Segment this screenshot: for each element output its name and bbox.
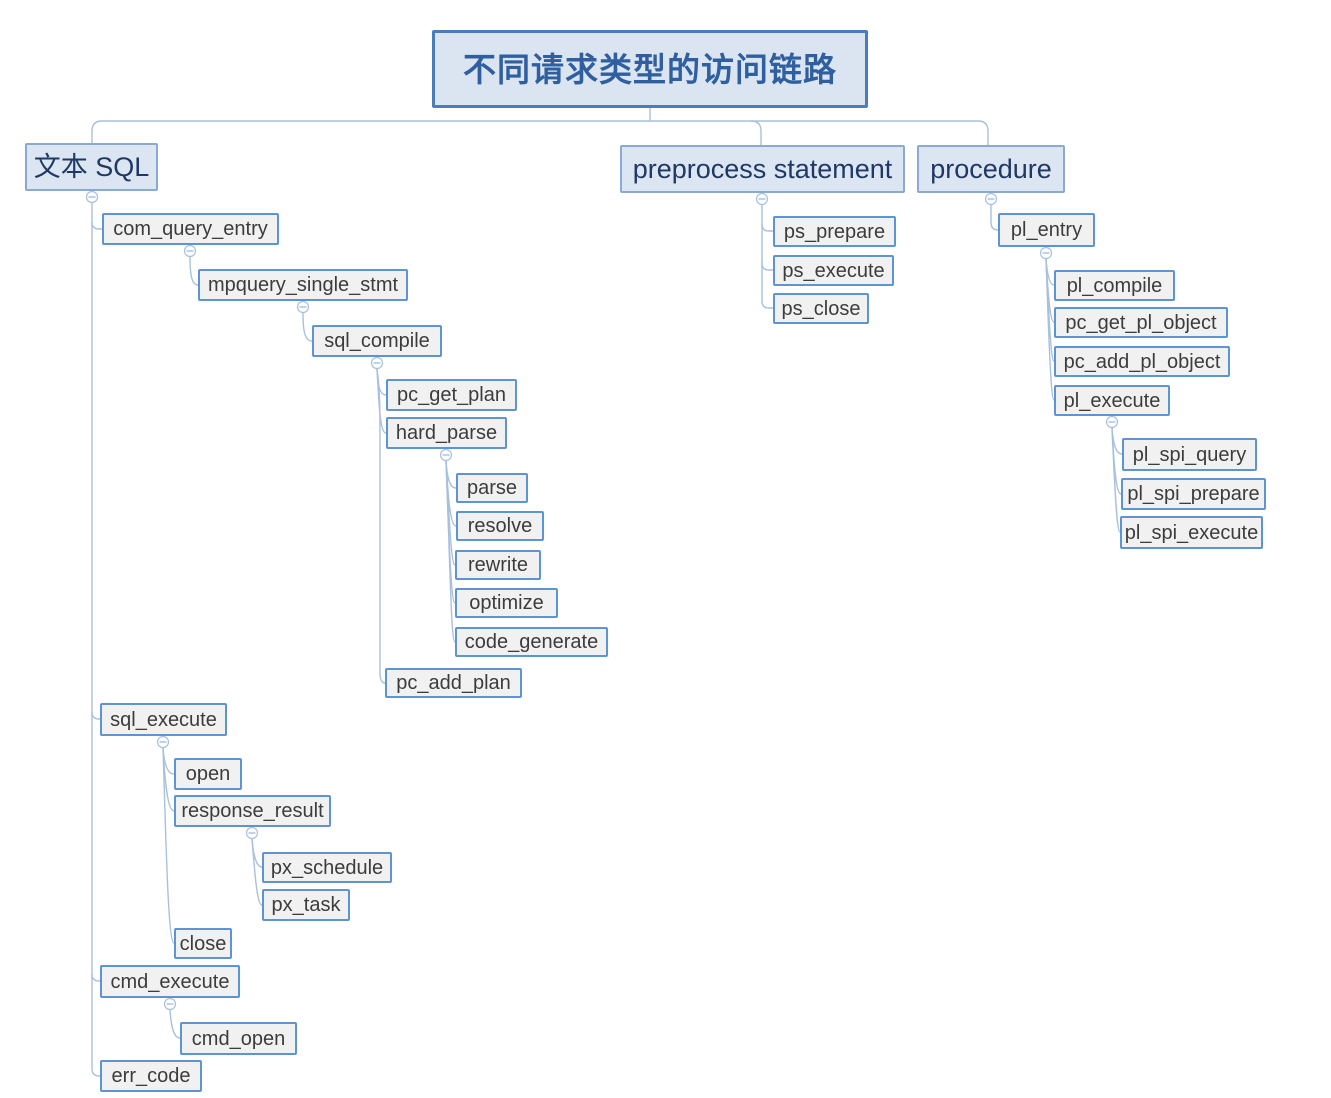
node-pl-spi-execute[interactable]: pl_spi_execute — [1120, 516, 1263, 549]
collapse-toggle-response-result[interactable] — [245, 826, 259, 840]
edge-to-sql-execute — [91, 711, 100, 720]
edge-to-pc-add-plan — [376, 368, 386, 684]
node-parse[interactable]: parse — [456, 473, 528, 503]
central-topic[interactable]: 不同请求类型的访问链路 — [432, 30, 868, 108]
collapse-toggle-mpquery-single-stmt[interactable] — [296, 300, 310, 314]
edge-to-px-task — [251, 838, 263, 906]
node-pc-add-pl-object[interactable]: pc_add_pl_object — [1054, 346, 1230, 377]
edge-to-close — [162, 747, 175, 944]
node-err-code[interactable]: err_code — [100, 1060, 202, 1092]
edge-title-to-preprocess — [750, 120, 762, 145]
node-px-task[interactable]: px_task — [262, 889, 350, 921]
node-pl-execute[interactable]: pl_execute — [1054, 385, 1170, 416]
node-cmd-open[interactable]: cmd_open — [180, 1022, 297, 1055]
edge-to-cmd-open — [169, 1009, 181, 1039]
node-pl-compile[interactable]: pl_compile — [1054, 270, 1175, 301]
collapse-toggle-sql-compile[interactable] — [370, 356, 384, 370]
edge-to-ps-execute — [761, 262, 773, 271]
node-response-result[interactable]: response_result — [174, 795, 331, 827]
edge-to-code-generate — [445, 460, 456, 643]
node-resolve[interactable]: resolve — [456, 511, 544, 541]
node-com-query-entry[interactable]: com_query_entry — [102, 213, 279, 245]
node-open[interactable]: open — [174, 758, 242, 790]
node-ps-prepare[interactable]: ps_prepare — [773, 216, 896, 247]
node-procedure[interactable]: procedure — [917, 145, 1065, 193]
node-pl-spi-prepare[interactable]: pl_spi_prepare — [1121, 478, 1266, 510]
edge-to-sql-compile — [302, 312, 313, 342]
node-pc-get-plan[interactable]: pc_get_plan — [386, 379, 517, 411]
collapse-toggle-pl-entry[interactable] — [1039, 246, 1053, 260]
collapse-toggle-hard-parse[interactable] — [439, 448, 453, 462]
node-close[interactable]: close — [174, 928, 232, 959]
collapse-toggle-cmd-execute[interactable] — [163, 997, 177, 1011]
edge-to-ps-prepare — [761, 223, 773, 232]
edge-to-com-query-entry — [91, 221, 102, 230]
collapse-toggle-preprocess-statement[interactable] — [755, 192, 769, 206]
edge-to-cmd-execute — [91, 973, 100, 982]
node-wenben-sql[interactable]: 文本 SQL — [25, 143, 158, 191]
edge-preprocess-trunk — [761, 205, 773, 309]
edge-sql-trunk — [91, 203, 101, 1077]
node-ps-execute[interactable]: ps_execute — [773, 255, 894, 286]
node-cmd-execute[interactable]: cmd_execute — [100, 965, 240, 998]
node-mpquery-single-stmt[interactable]: mpquery_single_stmt — [198, 269, 408, 301]
edge-to-mpquery-single-stmt — [189, 256, 199, 286]
collapse-toggle-wenben-sql[interactable] — [85, 190, 99, 204]
node-pc-add-plan[interactable]: pc_add_plan — [385, 668, 522, 698]
node-sql-execute[interactable]: sql_execute — [100, 703, 227, 736]
edge-to-pl-entry — [990, 205, 999, 231]
collapse-toggle-procedure[interactable] — [984, 192, 998, 206]
node-sql-compile[interactable]: sql_compile — [312, 325, 442, 357]
collapse-toggle-com-query-entry[interactable] — [183, 244, 197, 258]
node-pl-spi-query[interactable]: pl_spi_query — [1122, 438, 1257, 471]
edge-to-pl-spi-execute — [1111, 427, 1121, 533]
node-pc-get-pl-object[interactable]: pc_get_pl_object — [1054, 307, 1228, 338]
node-rewrite[interactable]: rewrite — [455, 550, 541, 580]
collapse-toggle-pl-execute[interactable] — [1105, 415, 1119, 429]
node-preprocess-statement[interactable]: preprocess statement — [620, 145, 905, 193]
node-hard-parse[interactable]: hard_parse — [386, 417, 507, 449]
node-optimize[interactable]: optimize — [455, 588, 558, 618]
node-px-schedule[interactable]: px_schedule — [262, 852, 392, 883]
node-pl-entry[interactable]: pl_entry — [998, 213, 1095, 247]
edge-title-rail — [91, 120, 989, 145]
edge-to-pl-execute — [1045, 258, 1055, 401]
node-ps-close[interactable]: ps_close — [773, 293, 869, 324]
node-code-generate[interactable]: code_generate — [455, 627, 608, 657]
collapse-toggle-sql-execute[interactable] — [156, 735, 170, 749]
